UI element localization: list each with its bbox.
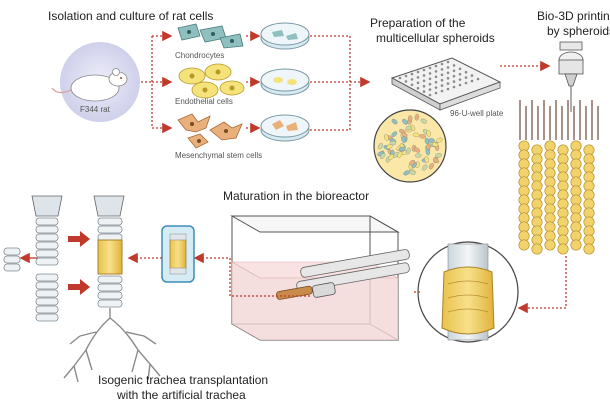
merge-arrows bbox=[310, 35, 371, 131]
chondrocytes-label: Chondrocytes bbox=[175, 51, 224, 60]
well-plate bbox=[390, 57, 502, 111]
culture-dish-2 bbox=[260, 68, 310, 96]
plate-label: 96-U-well plate bbox=[450, 109, 504, 118]
graft-vial bbox=[161, 225, 195, 283]
spheroid-magnified bbox=[373, 109, 447, 183]
branch-arrows bbox=[141, 30, 173, 134]
dish-arrows bbox=[246, 30, 261, 134]
printer-nozzle bbox=[558, 41, 584, 112]
transplant-title-1: Isogenic trachea transplantation bbox=[98, 373, 268, 387]
transplanted-trachea bbox=[63, 195, 161, 383]
construct-magnified bbox=[417, 241, 519, 343]
culture-dish-1 bbox=[260, 22, 310, 50]
bioreactor bbox=[230, 215, 410, 341]
to-construct-arrow bbox=[517, 256, 567, 314]
endothelial-cells-icon bbox=[178, 63, 245, 99]
rat-illustration bbox=[51, 42, 140, 122]
spheroid-stack bbox=[518, 100, 599, 255]
removed-segment bbox=[3, 247, 21, 272]
msc-cells-icon bbox=[177, 113, 243, 149]
printing-title-2: by spheroids bbox=[547, 24, 610, 38]
to-graft-arrow bbox=[193, 252, 310, 297]
printing-title-1: Bio-3D printing bbox=[537, 9, 610, 23]
bioreactor-title: Maturation in the bioreactor bbox=[223, 189, 369, 203]
transplant-title-2: with the artificial trachea bbox=[116, 388, 246, 402]
rat-label: F344 rat bbox=[80, 105, 111, 114]
endothelial-label: Endothelial cells bbox=[175, 97, 233, 106]
spheroid-prep-title-1: Preparation of the bbox=[370, 16, 466, 30]
msc-label: Mesenchymal stem cells bbox=[175, 151, 262, 160]
chondrocyte-cells-icon bbox=[177, 23, 244, 49]
spheroid-prep-title-2: multicellular spheroids bbox=[376, 31, 495, 45]
isolation-title: Isolation and culture of rat cells bbox=[48, 9, 213, 23]
surgery-arrows bbox=[68, 231, 90, 295]
culture-dish-3 bbox=[260, 114, 310, 142]
native-trachea bbox=[31, 195, 63, 322]
